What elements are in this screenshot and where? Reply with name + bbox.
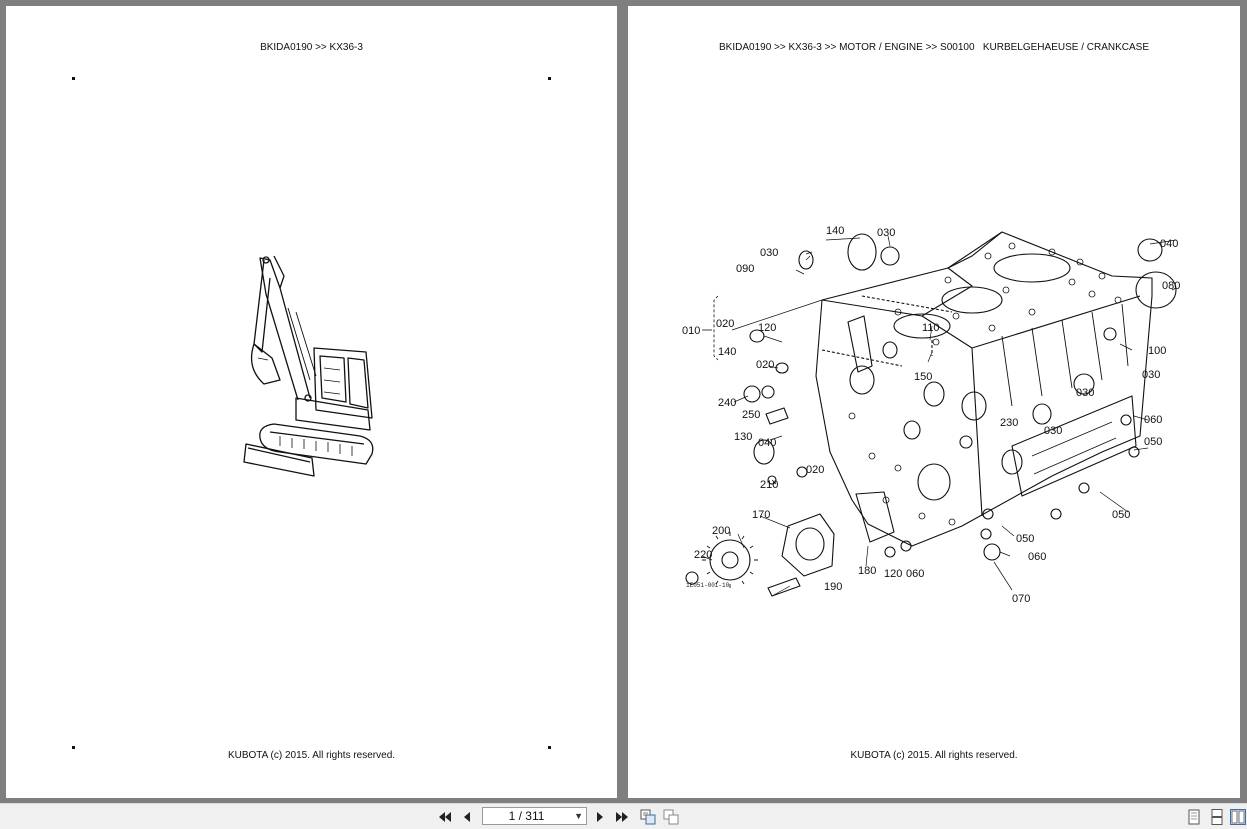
callout-label: 020 [806, 464, 824, 476]
page-number-select[interactable]: 1 / 311 ▼ [482, 807, 587, 825]
two-up-layout-icon [1230, 809, 1246, 825]
first-page-button[interactable] [436, 808, 454, 826]
callout-label: 050 [1016, 533, 1034, 545]
prev-page-icon [464, 812, 470, 822]
callout-label: 110 [922, 322, 940, 334]
callout-label: 130 [734, 431, 752, 443]
callout-label: 100 [1148, 345, 1166, 357]
callout-label: 080 [1162, 280, 1180, 292]
callout-label: 120 [758, 322, 776, 334]
right-page: BKIDA0190 >> KX36-3 >> MOTOR / ENGINE >>… [628, 6, 1240, 798]
corner-mark [548, 746, 551, 749]
two-up-layout-button[interactable] [1229, 808, 1247, 826]
callout-label: 230 [1000, 417, 1018, 429]
callout-label: 200 [712, 525, 730, 537]
callout-label: 140 [718, 346, 736, 358]
page-header: BKIDA0190 >> KX36-3 >> MOTOR / ENGINE >>… [719, 42, 1149, 53]
page-footer: KUBOTA (c) 2015. All rights reserved. [850, 750, 1018, 761]
callout-label: 030 [1142, 369, 1160, 381]
single-page-view-icon [663, 809, 679, 825]
callout-label: 030 [1076, 387, 1094, 399]
callout-label: 170 [752, 509, 770, 521]
corner-mark [72, 746, 75, 749]
chevron-down-icon: ▼ [574, 811, 583, 821]
corner-mark [548, 77, 551, 80]
last-page-button[interactable] [613, 808, 631, 826]
callout-label: 090 [736, 263, 754, 275]
callout-label: 060 [1144, 414, 1162, 426]
page-footer: KUBOTA (c) 2015. All rights reserved. [227, 750, 396, 761]
callout-label: 020 [716, 318, 734, 330]
callout-label: 060 [1028, 551, 1046, 563]
callout-label: 040 [1160, 238, 1178, 250]
single-page-layout-icon [1188, 809, 1200, 825]
callout-label: 220 [694, 549, 712, 561]
callout-label: 060 [906, 568, 924, 580]
viewer-toolbar: 1 / 311 ▼ [0, 803, 1247, 829]
continuous-layout-icon [1211, 809, 1223, 825]
callout-label: 050 [1112, 509, 1130, 521]
two-page-view-icon [640, 809, 656, 825]
callout-label: 010 [682, 325, 700, 337]
callout-label: 150 [914, 371, 932, 383]
next-page-icon [597, 812, 603, 822]
callout-label: 070 [1012, 593, 1030, 605]
two-page-view-button[interactable] [639, 808, 657, 826]
callout-label: 250 [742, 409, 760, 421]
page-indicator: 1 / 311 [508, 809, 545, 823]
left-page: BKIDA0190 >> KX36-3 [6, 6, 617, 798]
callout-label: 040 [758, 437, 776, 449]
prev-page-button[interactable] [458, 808, 476, 826]
first-page-icon [439, 812, 451, 822]
excavator-illustration [243, 255, 374, 477]
single-page-layout-button[interactable] [1185, 808, 1203, 826]
continuous-layout-button[interactable] [1208, 808, 1226, 826]
callout-label: 180 [858, 565, 876, 577]
callout-label: 050 [1144, 436, 1162, 448]
callout-label: 190 [824, 581, 842, 593]
last-page-icon [616, 812, 628, 822]
callout-label: 030 [760, 247, 778, 259]
next-page-button[interactable] [591, 808, 609, 826]
corner-mark [72, 77, 75, 80]
figure-id: 1E051-001-10 [686, 582, 730, 589]
callout-label: 020 [756, 359, 774, 371]
callout-label: 240 [718, 397, 736, 409]
callout-label: 030 [877, 227, 895, 239]
page-header: BKIDA0190 >> KX36-3 [260, 42, 363, 53]
callout-label: 210 [760, 479, 778, 491]
crankcase-exploded-diagram: 140 030 030 090 010 020 140 120 110 020 … [682, 225, 1180, 605]
callout-label: 140 [826, 225, 844, 237]
callout-label: 030 [1044, 425, 1062, 437]
callout-label: 120 [884, 568, 902, 580]
single-page-view-button[interactable] [662, 808, 680, 826]
